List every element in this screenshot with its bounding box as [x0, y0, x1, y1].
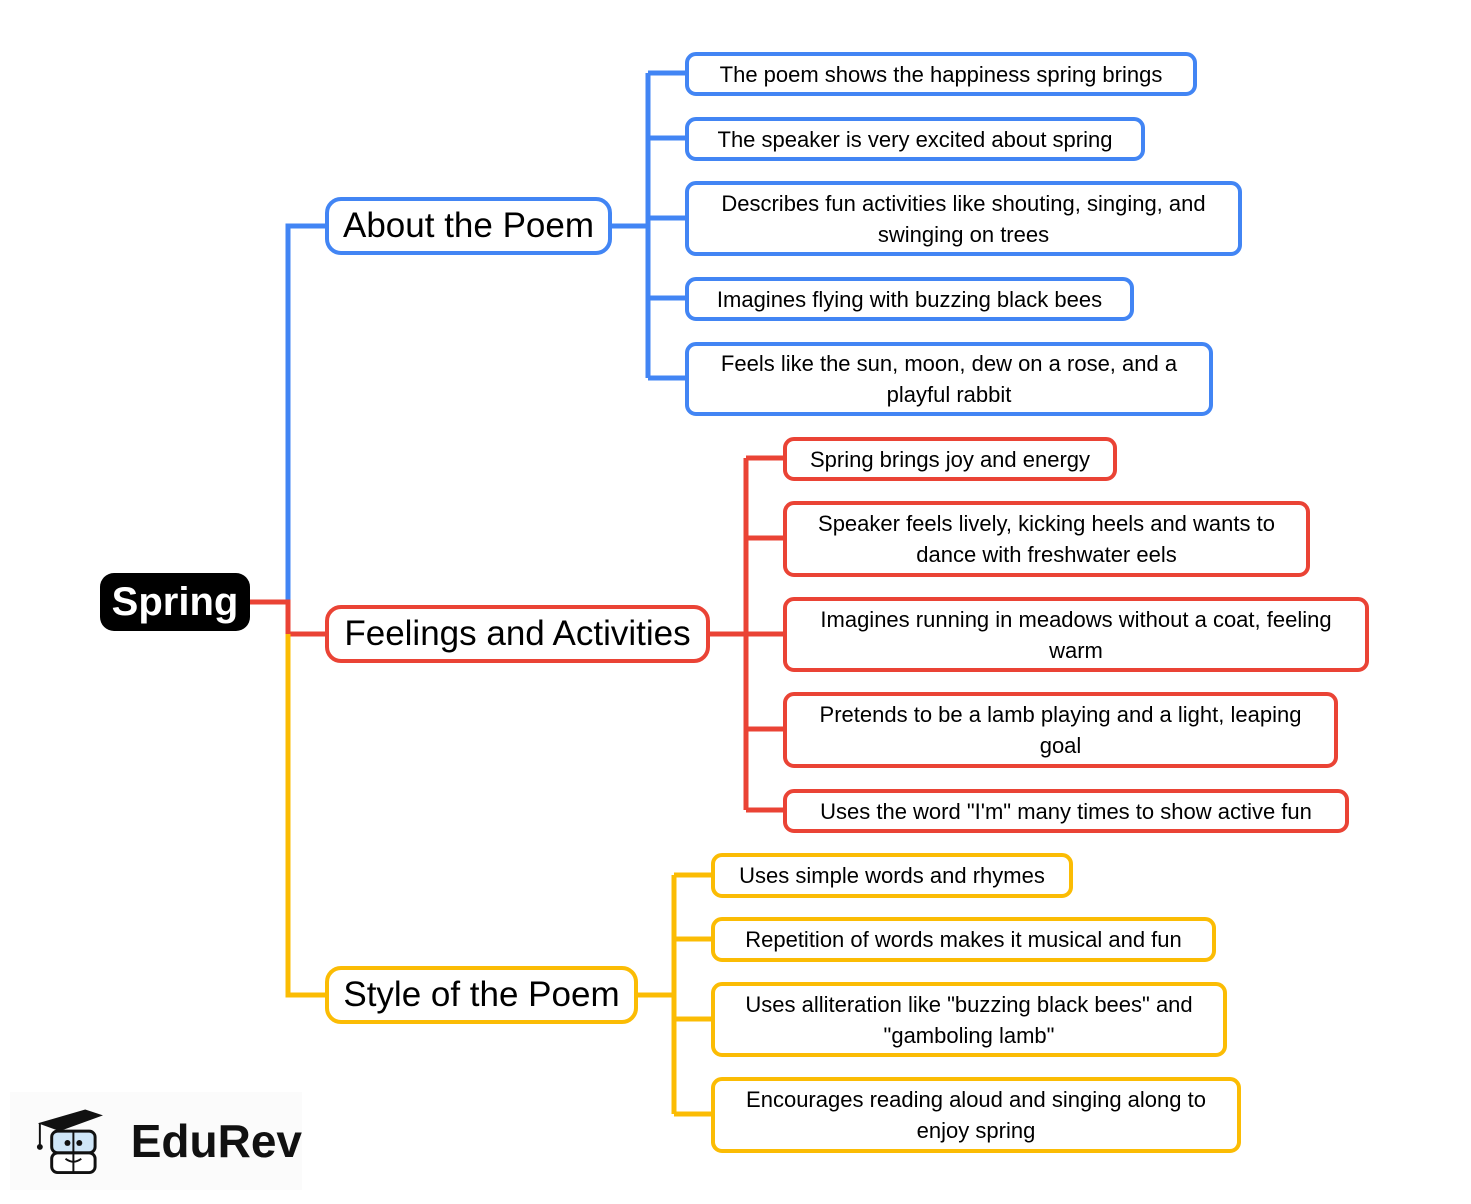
leaf-node: Spring brings joy and energy	[783, 437, 1117, 481]
connector-style	[285, 634, 325, 998]
leaf-node: Uses alliteration like "buzzing black be…	[711, 982, 1227, 1057]
leaf-node: Pretends to be a lamb playing and a ligh…	[783, 692, 1338, 768]
connector-about	[285, 223, 325, 602]
branch-feelings-and-activities: Feelings and Activities	[325, 605, 710, 663]
leaf-node: Encourages reading aloud and singing alo…	[711, 1077, 1241, 1153]
leaf-node: Uses the word "I'm" many times to show a…	[783, 789, 1349, 833]
leaf-node: Describes fun activities like shouting, …	[685, 181, 1242, 256]
leaf-node: Imagines running in meadows without a co…	[783, 597, 1369, 672]
graduation-cap-mascot-icon	[36, 1109, 103, 1175]
connector-style-leaves	[637, 872, 711, 1117]
leaf-node: Repetition of words makes it musical and…	[711, 917, 1216, 962]
logo-text: EduRev	[130, 1115, 302, 1167]
leaf-node: The poem shows the happiness spring brin…	[685, 52, 1197, 96]
root-node: Spring	[100, 573, 250, 631]
leaf-node: Feels like the sun, moon, dew on a rose,…	[685, 342, 1213, 416]
edurev-logo: EduRev	[10, 1092, 302, 1190]
branch-style-of-the-poem: Style of the Poem	[325, 966, 638, 1024]
connector-about-leaves	[611, 70, 685, 381]
leaf-node: Speaker feels lively, kicking heels and …	[783, 501, 1310, 577]
leaf-node: Uses simple words and rhymes	[711, 853, 1073, 898]
connector-feelings-leaves	[709, 455, 783, 813]
leaf-node: The speaker is very excited about spring	[685, 117, 1145, 161]
branch-about-the-poem: About the Poem	[325, 197, 612, 255]
connector-feelings	[250, 599, 325, 637]
leaf-node: Imagines flying with buzzing black bees	[685, 277, 1134, 321]
